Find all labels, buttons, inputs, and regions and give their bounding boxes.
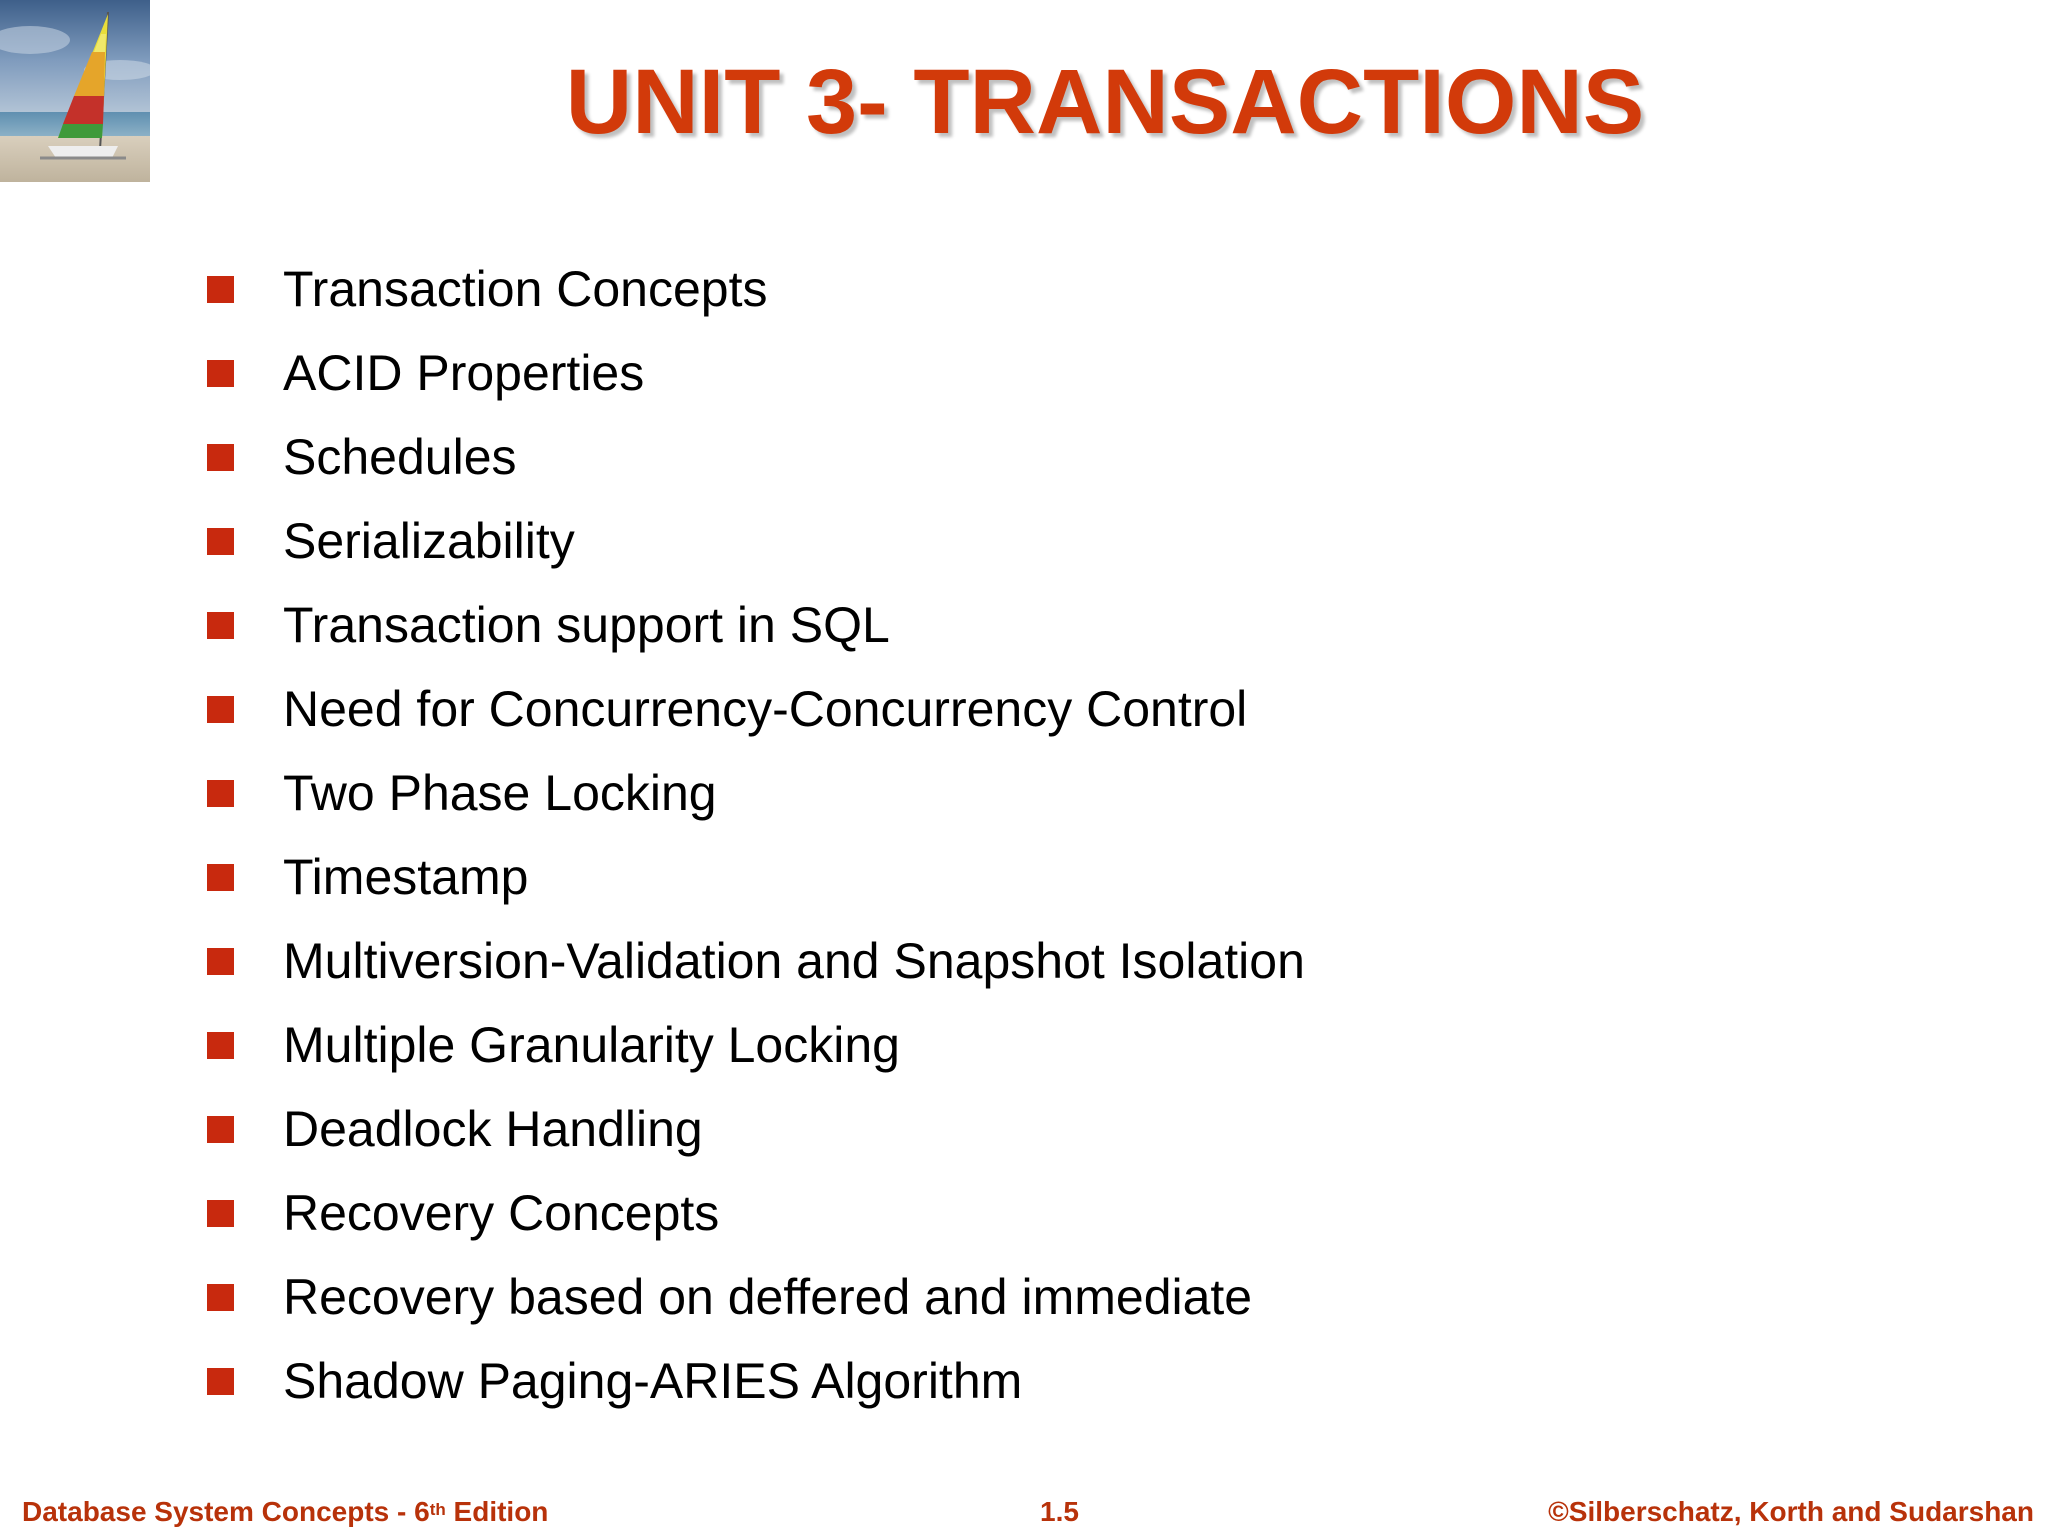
- topic-item: Multiple Granularity Locking: [205, 1013, 1905, 1077]
- topic-text: Shadow Paging-ARIES Algorithm: [283, 1353, 1023, 1409]
- topic-text: Timestamp: [283, 849, 529, 905]
- topic-text: Multiversion-Validation and Snapshot Iso…: [283, 933, 1305, 989]
- square-bullet-icon: [207, 1284, 234, 1311]
- square-bullet-icon: [207, 696, 234, 723]
- square-bullet-icon: [207, 948, 234, 975]
- topic-text: Recovery based on deffered and immediate: [283, 1269, 1253, 1325]
- topic-text: Need for Concurrency-Concurrency Control: [283, 681, 1248, 737]
- topic-item: Transaction Concepts: [205, 257, 1905, 321]
- topic-item: Need for Concurrency-Concurrency Control: [205, 677, 1905, 741]
- topic-text: Two Phase Locking: [283, 765, 717, 821]
- topic-item: Transaction support in SQL: [205, 593, 1905, 657]
- slide-title: UNIT 3- TRANSACTIONS: [565, 51, 1645, 153]
- topic-text: ACID Properties: [283, 345, 645, 401]
- topic-text: Schedules: [283, 429, 517, 485]
- square-bullet-icon: [207, 612, 234, 639]
- footer-book-prefix: Database System Concepts - 6: [22, 1496, 430, 1527]
- square-bullet-icon: [207, 1116, 234, 1143]
- topic-item: Serializability: [205, 509, 1905, 573]
- topic-item: ACID Properties: [205, 341, 1905, 405]
- topic-item: Shadow Paging-ARIES Algorithm: [205, 1349, 1905, 1413]
- topic-item: Two Phase Locking: [205, 761, 1905, 825]
- square-bullet-icon: [207, 444, 234, 471]
- square-bullet-icon: [207, 780, 234, 807]
- square-bullet-icon: [207, 528, 234, 555]
- topic-item: Timestamp: [205, 845, 1905, 909]
- square-bullet-icon: [207, 276, 234, 303]
- sailboat-logo-icon: [0, 0, 150, 182]
- topic-text: Multiple Granularity Locking: [283, 1017, 900, 1073]
- topic-text: Deadlock Handling: [283, 1101, 703, 1157]
- topic-item: Multiversion-Validation and Snapshot Iso…: [205, 929, 1905, 993]
- topic-text: Serializability: [283, 513, 575, 569]
- square-bullet-icon: [207, 360, 234, 387]
- footer-book-suffix: Edition: [445, 1496, 549, 1527]
- topic-text: Transaction support in SQL: [283, 597, 890, 653]
- topic-item: Recovery based on deffered and immediate: [205, 1265, 1905, 1329]
- square-bullet-icon: [207, 1368, 234, 1395]
- footer-copyright: ©Silberschatz, Korth and Sudarshan: [1548, 1496, 2034, 1527]
- footer-page-number: 1.5: [1040, 1496, 1079, 1527]
- footer-book-title: Database System Concepts - 6th Edition: [22, 1495, 548, 1529]
- footer-edition-superscript: th: [429, 1500, 446, 1519]
- topic-item: Recovery Concepts: [205, 1181, 1905, 1245]
- topic-item: Deadlock Handling: [205, 1097, 1905, 1161]
- square-bullet-icon: [207, 1200, 234, 1227]
- square-bullet-icon: [207, 1032, 234, 1059]
- topic-item: Schedules: [205, 425, 1905, 489]
- topic-text: Transaction Concepts: [283, 261, 768, 317]
- square-bullet-icon: [207, 864, 234, 891]
- topic-text: Recovery Concepts: [283, 1185, 720, 1241]
